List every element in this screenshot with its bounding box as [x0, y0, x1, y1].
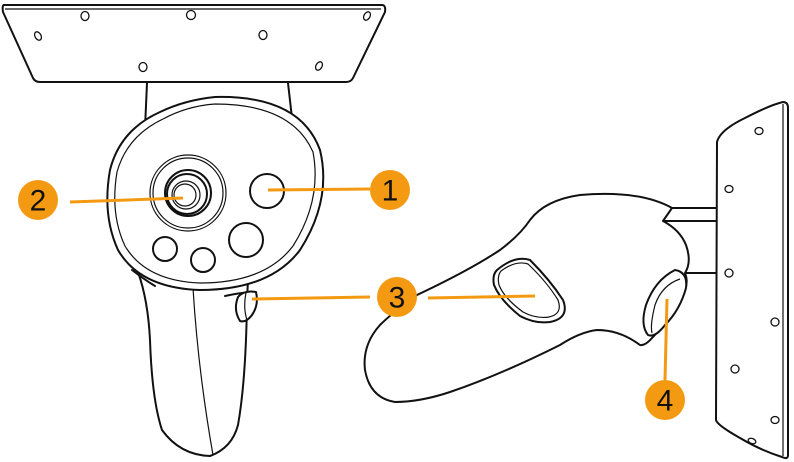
- callout-number-4: 4: [657, 385, 674, 418]
- tracking-ring-front: [1, 4, 387, 83]
- face-button-left: [152, 236, 178, 262]
- callout-4: 4: [645, 298, 685, 420]
- callout-badge-3: [377, 277, 417, 317]
- face-button-middle: [190, 247, 216, 273]
- side-tracking-leds: [724, 126, 780, 445]
- callout-1: 1: [267, 170, 410, 210]
- leader-line-4: [663, 298, 669, 381]
- callout-badge-2: [18, 180, 58, 220]
- callout-3: 3: [251, 277, 536, 317]
- leader-line-1: [267, 187, 371, 192]
- tracking-leds: [33, 9, 372, 73]
- grip-seam: [192, 287, 214, 456]
- face-button-large: [228, 222, 264, 258]
- grab-button-front: [234, 290, 258, 323]
- side-ring-stems: [662, 207, 717, 274]
- tracking-ring-side: [715, 101, 789, 460]
- thumbstick: [149, 154, 227, 232]
- callout-number-2: 2: [30, 185, 47, 218]
- face-inner-rim: [114, 103, 316, 284]
- side-body: [363, 192, 690, 403]
- trackpad-side: [492, 257, 566, 324]
- front-controller: [1, 4, 387, 457]
- grip-handle: [137, 271, 249, 457]
- trigger: [642, 269, 688, 337]
- grab-button-edge: [244, 292, 248, 321]
- callout-2: 2: [18, 180, 184, 220]
- callout-badge-1: [370, 170, 410, 210]
- leader-line-3b: [427, 294, 536, 300]
- side-controller: [363, 101, 789, 460]
- callout-badge-4: [645, 380, 685, 420]
- leader-line-3a: [251, 295, 371, 301]
- leader-line-2: [69, 196, 184, 204]
- callout-number-3: 3: [389, 282, 406, 315]
- callout-number-1: 1: [382, 175, 399, 208]
- controller-face: [106, 95, 325, 291]
